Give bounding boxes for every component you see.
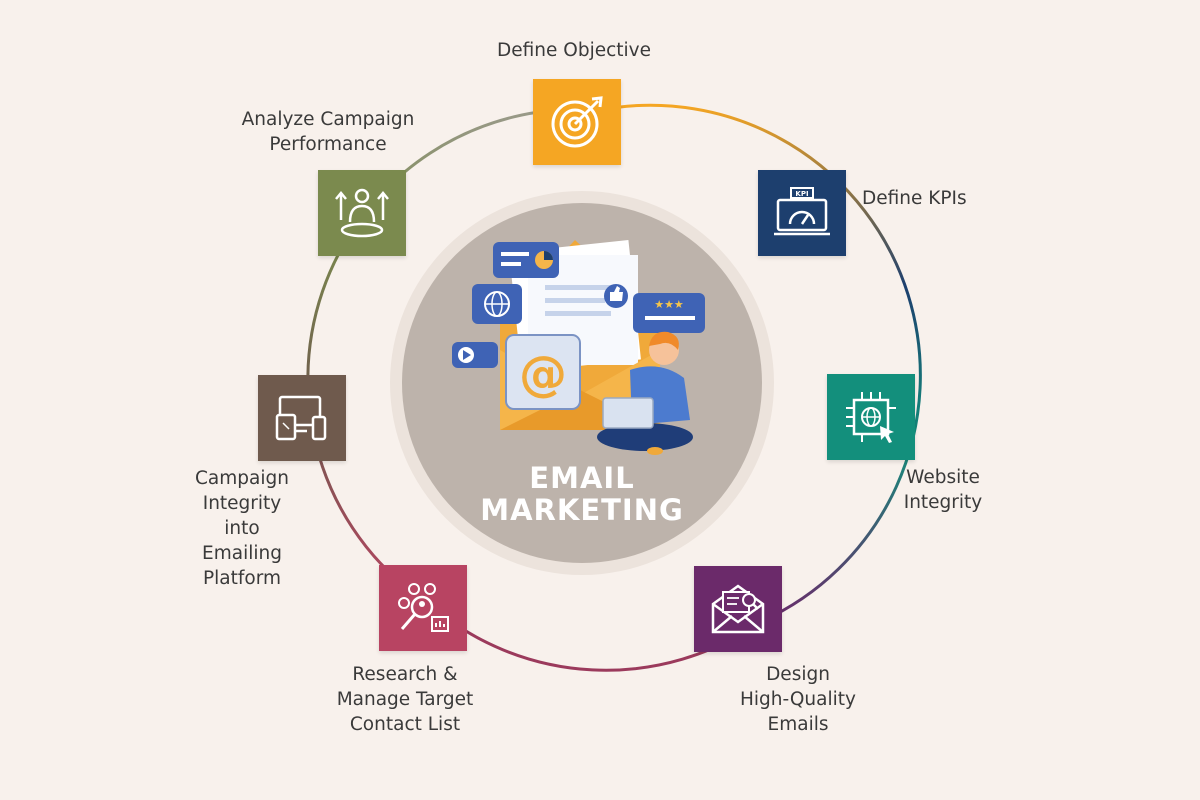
step-analyze-performance-tile bbox=[318, 170, 406, 256]
website-chip-icon bbox=[846, 392, 896, 443]
cycle-ring-left bbox=[306, 107, 601, 607]
step-campaign-integrity-label: Campaign Integrity into Emailing Platfor… bbox=[195, 468, 289, 589]
bubble-line bbox=[501, 262, 521, 266]
at-card bbox=[505, 334, 581, 410]
step-website-integrity-label: Website Integrity bbox=[903, 467, 983, 513]
envelope-search-icon bbox=[711, 584, 765, 634]
step-define-kpis-label: Define KPIs bbox=[862, 188, 967, 209]
step-design-emails-tile bbox=[694, 566, 782, 652]
step-design-emails-label: Design High-Quality Emails bbox=[740, 664, 856, 735]
contact-research-icon bbox=[398, 583, 449, 632]
target-icon bbox=[551, 96, 603, 148]
center-title-line2: MARKETING bbox=[480, 493, 684, 527]
step-analyze-performance-label: Analyze Campaign Performance bbox=[241, 109, 415, 155]
performance-growth-icon bbox=[335, 188, 389, 238]
document-line bbox=[545, 311, 611, 316]
bubble-line bbox=[645, 316, 695, 320]
email-illustration: @ ★★★ bbox=[452, 240, 705, 455]
bubble-line bbox=[501, 252, 529, 256]
play-icon bbox=[463, 350, 471, 360]
center-title-line1: EMAIL bbox=[529, 461, 634, 495]
cycle-ring-right bbox=[599, 103, 922, 624]
svg-text:KPI: KPI bbox=[795, 190, 808, 198]
devices-icon bbox=[275, 395, 327, 441]
step-research-contacts-tile bbox=[379, 565, 467, 651]
step-define-kpis-tile: KPI bbox=[758, 170, 846, 256]
document-line bbox=[545, 298, 605, 303]
pie-chart-slice bbox=[544, 251, 553, 260]
chart-bubble bbox=[493, 242, 559, 278]
rating-bubble bbox=[633, 293, 705, 333]
thumbs-up-glyph bbox=[610, 286, 623, 301]
rating-stars: ★★★ bbox=[654, 298, 684, 311]
document-line bbox=[545, 285, 615, 290]
kpi-monitor-icon: KPI bbox=[774, 187, 830, 236]
at-symbol: @ bbox=[519, 346, 567, 402]
person-with-laptop bbox=[597, 331, 693, 455]
step-research-contacts-label: Research & Manage Target Contact List bbox=[336, 664, 474, 735]
step-define-objective-label: Define Objective bbox=[497, 40, 651, 61]
step-define-objective-tile bbox=[533, 79, 621, 165]
step-campaign-integrity-tile bbox=[258, 375, 346, 461]
step-website-integrity-tile bbox=[827, 374, 915, 460]
